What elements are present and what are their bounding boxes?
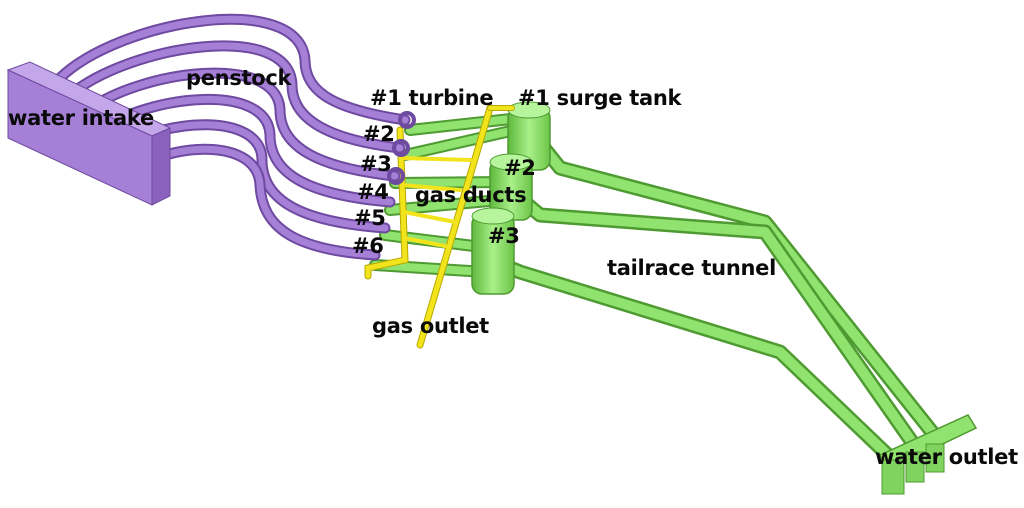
water-intake-structure [6,61,172,206]
gas-outlet-label: gas outlet [372,314,489,338]
surge-tank-2 [489,153,533,221]
turbine-4-label: #4 [357,180,389,204]
water-outlet-label: water outlet [875,445,1018,469]
turbine-1-label: #1 turbine [370,86,494,110]
tailrace-tunnel-3 [487,254,903,470]
gas-ducts-label: gas ducts [415,183,527,207]
water-intake-label: water intake [8,106,154,130]
turbine-6-label: #6 [352,234,384,258]
surge-tank-3 [471,207,515,295]
turbine-5-label: #5 [354,206,386,230]
surge-tank-2-label: #2 [504,156,536,180]
tailrace-tunnels [369,101,978,495]
turbine-3-label: #3 [360,152,392,176]
penstocks [54,13,416,261]
penstock-label: penstock [186,66,292,90]
tailrace-tunnel-label: tailrace tunnel [607,256,776,280]
surge-tank-3-label: #3 [488,224,520,248]
surge-tank-1-label: #1 surge tank [518,86,682,110]
water-outlet-structure [878,414,978,495]
gas-system [364,104,515,349]
turbine-2-label: #2 [363,122,395,146]
